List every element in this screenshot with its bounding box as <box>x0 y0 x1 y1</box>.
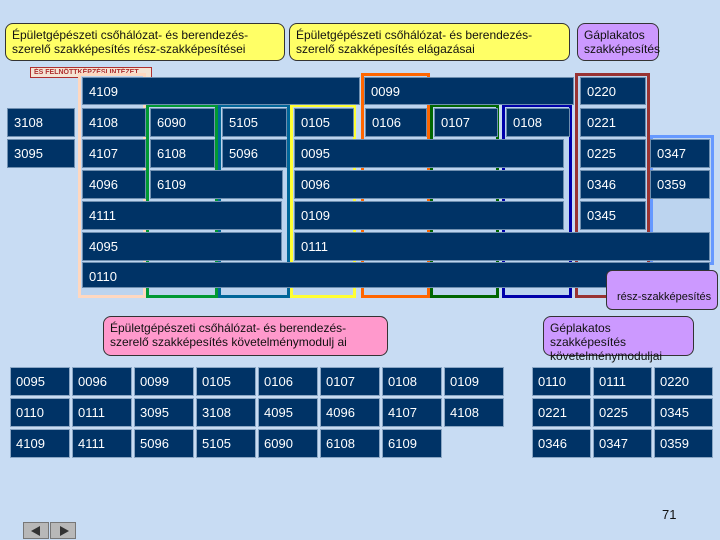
code-cell: 4108 <box>82 108 146 137</box>
modules-header-machine-locksmith: Géplakatos szakképesítés követelménymodu… <box>543 316 694 363</box>
module-cell: 4095 <box>258 398 318 427</box>
code-cell: 5105 <box>222 108 287 137</box>
code-cell: 0347 <box>650 139 710 168</box>
code-cell: 0220 <box>580 77 646 105</box>
module-cell: 0347 <box>593 429 652 458</box>
module-cell: 4096 <box>320 398 380 427</box>
module-cell: 0111 <box>72 398 132 427</box>
next-slide-button[interactable] <box>50 522 76 539</box>
code-cell: 3108 <box>7 108 75 137</box>
module-cell: 0345 <box>654 398 713 427</box>
code-cell: 0345 <box>580 201 646 230</box>
module-cell: 0225 <box>593 398 652 427</box>
module-cell: 3108 <box>196 398 256 427</box>
code-cell: 0108 <box>506 108 570 137</box>
module-cell: 0109 <box>444 367 504 396</box>
code-cell: 4095 <box>82 232 282 261</box>
header-partial-qualifications: Épületgépészeti csőhálózat- és berendezé… <box>5 23 285 61</box>
module-cell: 4108 <box>444 398 504 427</box>
code-cell: 0110 <box>82 262 710 288</box>
module-cell: 0106 <box>258 367 318 396</box>
module-cell: 4109 <box>10 429 70 458</box>
module-cell: 5105 <box>196 429 256 458</box>
code-cell: 0221 <box>580 108 646 137</box>
code-cell: 4109 <box>82 77 360 105</box>
module-cell: 6108 <box>320 429 380 458</box>
code-cell: 0096 <box>294 170 564 199</box>
module-cell: 0221 <box>532 398 591 427</box>
code-cell: 6090 <box>150 108 215 137</box>
header-machine-locksmith-text: Gáplakatos szakképesítés <box>584 28 661 56</box>
previous-slide-button[interactable] <box>23 522 49 539</box>
code-cell: 4107 <box>82 139 146 168</box>
code-cell: 0359 <box>650 170 710 199</box>
code-cell: 4111 <box>82 201 282 230</box>
module-cell: 4111 <box>72 429 132 458</box>
module-cell: 0111 <box>593 367 652 396</box>
module-cell: 6090 <box>258 429 318 458</box>
code-cell: 5096 <box>222 139 287 168</box>
module-cell: 0096 <box>72 367 132 396</box>
partial-qualification-label: rész-szakképesítés <box>606 270 718 310</box>
header-branches: Épületgépészeti csőhálózat- és berendezé… <box>289 23 570 61</box>
page-number: 71 <box>662 507 677 522</box>
modules-header-pipe-installer-text: Épületgépészeti csőhálózat- és berendezé… <box>110 321 347 349</box>
module-cell: 3095 <box>134 398 194 427</box>
code-cell: 3095 <box>7 139 75 168</box>
module-cell: 0095 <box>10 367 70 396</box>
module-cell: 0099 <box>134 367 194 396</box>
code-cell: 0099 <box>364 77 574 105</box>
code-cell: 0105 <box>294 108 354 137</box>
module-cell: 0346 <box>532 429 591 458</box>
code-cell: 0346 <box>580 170 646 199</box>
code-cell: 6108 <box>150 139 215 168</box>
arrow-left-icon <box>31 526 40 536</box>
module-cell: 0105 <box>196 367 256 396</box>
module-cell: 0110 <box>532 367 591 396</box>
header-machine-locksmith: Gáplakatos szakképesítés <box>577 23 661 61</box>
module-cell: 4107 <box>382 398 442 427</box>
module-cell: 0108 <box>382 367 442 396</box>
code-cell: 0225 <box>580 139 646 168</box>
code-cell: 0107 <box>434 108 498 137</box>
module-cell: 5096 <box>134 429 194 458</box>
partial-qualification-label-text: rész-szakképesítés <box>617 291 712 303</box>
arrow-right-icon <box>60 526 69 536</box>
code-cell: 6109 <box>150 170 283 199</box>
code-cell: 0095 <box>294 139 564 168</box>
module-cell: 0110 <box>10 398 70 427</box>
code-cell: 0109 <box>294 201 564 230</box>
modules-header-machine-locksmith-text: Géplakatos szakképesítés követelménymodu… <box>550 321 663 363</box>
modules-header-pipe-installer: Épületgépészeti csőhálózat- és berendezé… <box>103 316 388 356</box>
module-cell: 0107 <box>320 367 380 396</box>
header-partial-qualifications-text: Épületgépészeti csőhálózat- és berendezé… <box>12 28 249 56</box>
module-cell: 0359 <box>654 429 713 458</box>
code-cell: 0106 <box>365 108 427 137</box>
code-cell: 0111 <box>294 232 710 261</box>
header-branches-text: Épületgépészeti csőhálózat- és berendezé… <box>296 28 533 56</box>
code-cell: 4096 <box>82 170 146 199</box>
module-cell: 6109 <box>382 429 442 458</box>
module-cell <box>444 429 504 458</box>
module-cell: 0220 <box>654 367 713 396</box>
